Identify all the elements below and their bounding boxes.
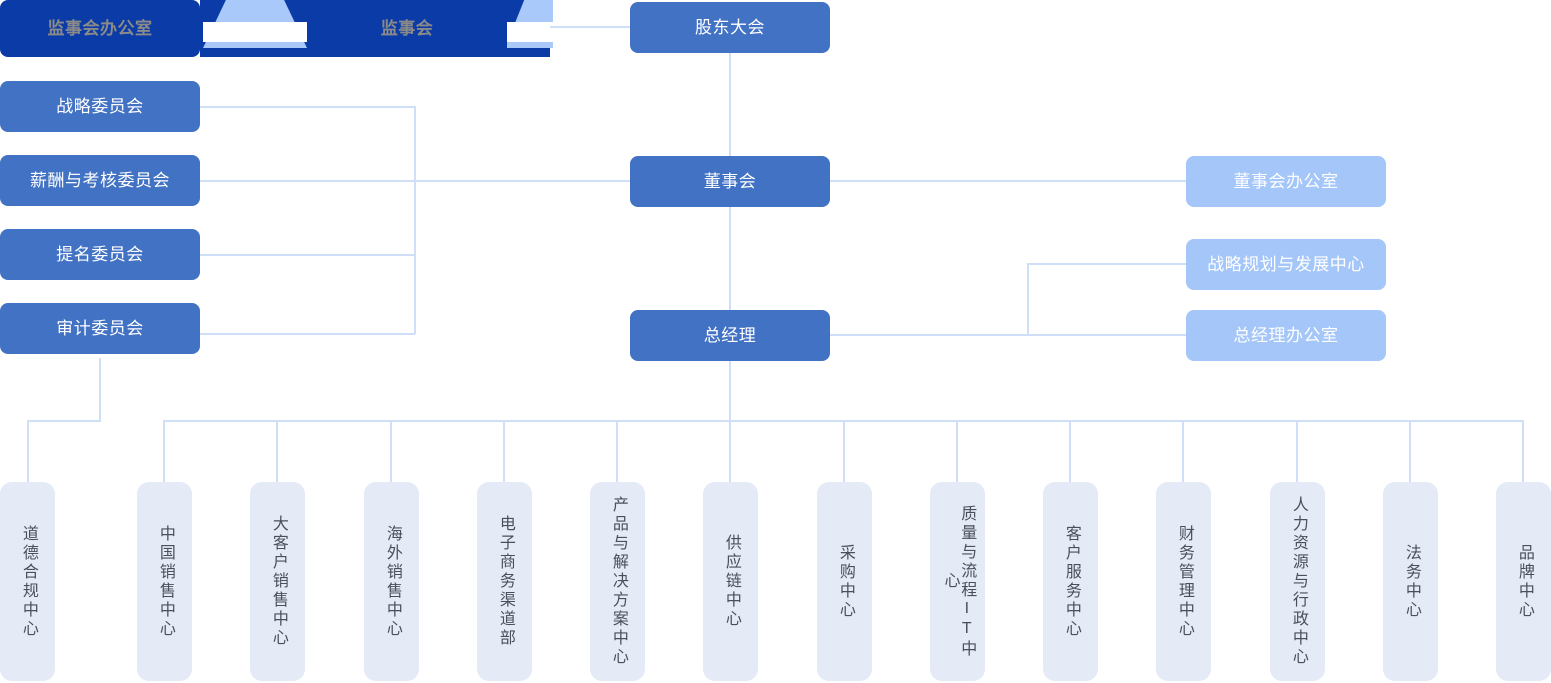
department-label: 财务管理中心 [1175, 524, 1193, 639]
department-label: 质量与流程IT中心 [941, 504, 976, 659]
node-shareholders-meeting[interactable]: 股东大会 [630, 2, 830, 53]
gm-office-label: 总经理办公室 [1233, 325, 1339, 345]
node-general-manager[interactable]: 总经理 [630, 310, 830, 361]
department-label: 道德合规中心 [19, 524, 37, 639]
connector-dept-drop-10 [1182, 420, 1184, 482]
connector-dept-drop-3 [390, 420, 392, 482]
committee-compensation-label: 薪酬与考核委员会 [30, 170, 170, 190]
connector-gm-horizontal-right [830, 334, 1186, 336]
node-department-legal[interactable]: 法务中心 [1383, 482, 1438, 681]
node-department-key-account-sales[interactable]: 大客户销售中心 [250, 482, 305, 681]
node-department-china-sales[interactable]: 中国销售中心 [137, 482, 192, 681]
node-gm-office[interactable]: 总经理办公室 [1186, 310, 1386, 361]
connector-dept-drop-1 [163, 420, 165, 482]
connector-dept-drop-8 [956, 420, 958, 482]
connector-gm-to-department-bus [729, 361, 731, 422]
department-label: 中国销售中心 [156, 524, 174, 639]
node-department-ecommerce-channel[interactable]: 电子商务渠道部 [477, 482, 532, 681]
node-committee-compensation[interactable]: 薪酬与考核委员会 [0, 155, 200, 206]
connector-committee-stub-3 [200, 254, 415, 256]
node-department-brand[interactable]: 品牌中心 [1496, 482, 1551, 681]
supervisory-board-office-label: 监事会办公室 [47, 18, 153, 38]
department-label: 产品与解决方案中心 [609, 496, 627, 667]
department-label: 人力资源与行政中心 [1289, 496, 1307, 667]
department-label: 客户服务中心 [1062, 524, 1080, 639]
board-office-label: 董事会办公室 [1233, 171, 1339, 191]
connector-supervisory-to-shareholders [550, 26, 630, 28]
general-manager-label: 总经理 [703, 325, 757, 345]
node-strategy-planning-center[interactable]: 战略规划与发展中心 [1186, 239, 1386, 290]
node-department-product-solutions[interactable]: 产品与解决方案中心 [590, 482, 645, 681]
committee-nomination-label: 提名委员会 [56, 244, 144, 264]
node-board-office[interactable]: 董事会办公室 [1186, 156, 1386, 207]
node-department-hr-admin[interactable]: 人力资源与行政中心 [1270, 482, 1325, 681]
connector-audit-elbow [27, 420, 101, 422]
node-department-quality-process-it[interactable]: 质量与流程IT中心 [930, 482, 985, 681]
connector-board-horizontal-left [415, 180, 630, 182]
connector-dept-drop-11 [1296, 420, 1298, 482]
department-label: 供应链中心 [722, 534, 740, 629]
shareholders-meeting-label: 股东大会 [695, 17, 765, 37]
node-committee-strategy[interactable]: 战略委员会 [0, 81, 200, 132]
node-department-procurement[interactable]: 采购中心 [817, 482, 872, 681]
connector-committee-spine [414, 106, 416, 334]
node-department-ethics-compliance[interactable]: 道德合规中心 [0, 482, 55, 681]
connector-shareholders-to-board [729, 53, 731, 156]
node-department-supply-chain[interactable]: 供应链中心 [703, 482, 758, 681]
department-label: 电子商务渠道部 [496, 515, 514, 648]
connector-committee-stub-1 [200, 106, 415, 108]
supervisory-board-label: 监事会 [380, 18, 434, 38]
connector-dept-drop-13 [1522, 420, 1524, 482]
connector-dept-drop-7 [843, 420, 845, 482]
connector-board-to-gm [729, 207, 731, 310]
strategy-planning-center-label: 战略规划与发展中心 [1207, 254, 1365, 274]
ribbon-decoration-6 [505, 22, 553, 42]
department-label: 大客户销售中心 [269, 515, 287, 648]
supervisory-board-banner[interactable]: 监事会 [307, 0, 507, 57]
node-board-of-directors[interactable]: 董事会 [630, 156, 830, 207]
connector-dept-drop-12 [1409, 420, 1411, 482]
node-department-overseas-sales[interactable]: 海外销售中心 [364, 482, 419, 681]
connector-dept-drop-6 [729, 420, 731, 482]
connector-committee-stub-4 [200, 333, 415, 335]
connector-dept-drop-9 [1069, 420, 1071, 482]
department-label: 品牌中心 [1515, 543, 1533, 620]
node-department-finance-management[interactable]: 财务管理中心 [1156, 482, 1211, 681]
connector-audit-drop [99, 358, 101, 422]
node-committee-nomination[interactable]: 提名委员会 [0, 229, 200, 280]
connector-gm-to-strategy-center [1027, 263, 1186, 265]
committee-strategy-label: 战略委员会 [56, 96, 144, 116]
node-committee-audit[interactable]: 审计委员会 [0, 303, 200, 354]
ribbon-decoration-3 [203, 22, 307, 42]
department-label: 海外销售中心 [383, 524, 401, 639]
connector-dept-drop-5 [616, 420, 618, 482]
connector-dept-drop-4 [503, 420, 505, 482]
department-label: 法务中心 [1402, 543, 1420, 620]
department-label: 采购中心 [836, 543, 854, 620]
node-department-customer-service[interactable]: 客户服务中心 [1043, 482, 1098, 681]
connector-board-horizontal-right [830, 180, 1186, 182]
board-of-directors-label: 董事会 [703, 171, 757, 191]
connector-gm-branch-up [1027, 263, 1029, 335]
connector-ethics-drop [27, 420, 29, 482]
committee-audit-label: 审计委员会 [56, 318, 144, 338]
connector-committee-stub-2 [200, 180, 415, 182]
supervisory-board-office-banner[interactable]: 监事会办公室 [0, 0, 200, 57]
connector-dept-drop-2 [276, 420, 278, 482]
